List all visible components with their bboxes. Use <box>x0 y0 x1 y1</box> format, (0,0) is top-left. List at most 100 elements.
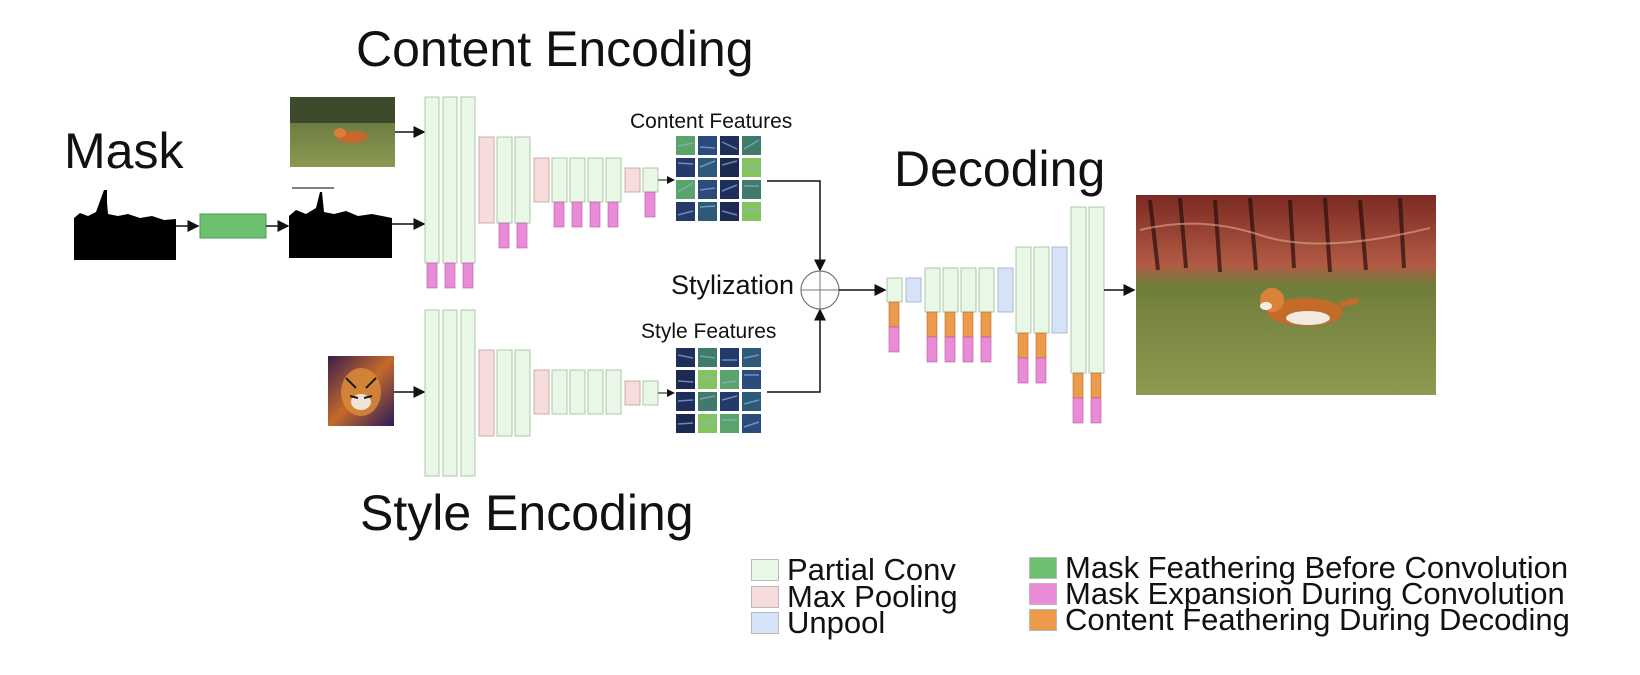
legend-label: Max Pooling <box>787 579 958 614</box>
feature-map-tile <box>742 136 761 155</box>
style-features-title: Style Features <box>641 320 776 343</box>
mask-expansion-block <box>444 262 456 289</box>
partial-conv-block <box>424 309 440 477</box>
style-encoder <box>424 309 659 477</box>
feature-map-texture <box>743 399 760 405</box>
partial-conv-block <box>460 96 476 264</box>
partial-conv-block <box>1070 206 1087 374</box>
mask-expansion-block <box>462 262 474 289</box>
partial-conv-block <box>587 369 604 415</box>
feature-map-tile <box>742 348 761 367</box>
style-image <box>328 356 394 426</box>
legend-item-mask-feathering: Mask Feathering Before Convolution <box>1029 550 1569 585</box>
feature-map-tile <box>698 392 717 411</box>
partial-conv-block <box>551 157 568 203</box>
content-encoder <box>424 96 659 289</box>
feature-map-tile <box>676 348 695 367</box>
partial-conv-block <box>1015 246 1032 334</box>
legend-swatch <box>1029 583 1057 605</box>
feature-map-texture <box>721 160 738 166</box>
feature-map-tile <box>676 136 695 155</box>
unpool-block <box>997 267 1014 313</box>
content-feathering-block <box>944 311 956 338</box>
partial-conv-block <box>960 267 977 313</box>
legend-swatch <box>751 612 779 634</box>
feature-map-texture <box>743 421 760 428</box>
mask-expansion-block <box>426 262 438 289</box>
legend-swatch <box>1029 557 1057 579</box>
partial-conv-block <box>551 369 568 415</box>
feature-map-tile <box>742 414 761 433</box>
stylization-node <box>800 270 840 310</box>
feature-map-tile <box>720 370 739 389</box>
content-feature-maps <box>676 136 761 221</box>
feature-map-tile <box>720 202 739 221</box>
feature-map-texture <box>699 395 716 400</box>
partial-conv-block <box>424 96 440 264</box>
feature-map-tile <box>698 370 717 389</box>
mask-expansion-block <box>1090 397 1102 424</box>
unpool-block <box>1051 246 1068 334</box>
partial-conv-block <box>924 267 941 313</box>
mask-expansion-block <box>962 336 974 363</box>
output-image <box>1136 195 1436 395</box>
feature-map-texture <box>721 395 738 401</box>
feature-map-tile <box>720 158 739 177</box>
feature-map-texture <box>699 146 716 149</box>
content-image <box>290 97 395 167</box>
partial-conv-block <box>978 267 995 313</box>
feature-map-tile <box>720 180 739 199</box>
mask-input-image <box>74 190 176 260</box>
mask-expansion-block <box>498 222 510 249</box>
feature-map-texture <box>677 399 694 402</box>
partial-conv-block <box>460 309 476 477</box>
mask-expansion-block <box>980 336 992 363</box>
feature-map-tile <box>698 202 717 221</box>
feature-map-tile <box>720 348 739 367</box>
content-feathering-block <box>980 311 992 338</box>
mask-expansion-block <box>944 336 956 363</box>
feature-map-texture <box>677 210 694 216</box>
decoder <box>886 206 1105 424</box>
feature-map-texture <box>677 182 694 193</box>
mask-title: Mask <box>64 123 184 179</box>
content-feathering-block <box>1090 372 1102 399</box>
partial-conv-block <box>605 369 622 415</box>
feature-map-texture <box>721 380 738 384</box>
content-feathering-block <box>1035 332 1047 359</box>
legend-swatch <box>1029 609 1057 631</box>
partial-conv-block <box>642 167 659 193</box>
feature-map-texture <box>721 210 738 216</box>
mask-expansion-block <box>571 201 583 228</box>
legend-label: Mask Expansion During Convolution <box>1065 576 1565 611</box>
mask-expansion-block <box>1035 357 1047 384</box>
max-pool-block <box>624 380 641 406</box>
decoding-title: Decoding <box>894 141 1105 197</box>
mask-expansion-block <box>589 201 601 228</box>
unpool-block <box>905 277 922 303</box>
stylization-label: Stylization <box>671 270 794 300</box>
feature-map-texture <box>677 380 694 383</box>
mask-expansion-block <box>607 201 619 228</box>
legend-label: Mask Feathering Before Convolution <box>1065 550 1569 585</box>
mask-expansion-block <box>553 201 565 228</box>
content-feathering-block <box>1017 332 1029 359</box>
legend-label: Content Feathering During Decoding <box>1065 602 1570 637</box>
partial-conv-block <box>1033 246 1050 334</box>
legend-label: Unpool <box>787 605 886 640</box>
legend-item-content-feathering: Content Feathering During Decoding <box>1029 602 1570 637</box>
max-pool-block <box>478 349 495 437</box>
max-pool-block <box>624 167 641 193</box>
feature-map-tile <box>676 158 695 177</box>
legend-item-unpool: Unpool <box>751 605 886 640</box>
feature-map-tile <box>742 158 761 177</box>
content-feathering-block <box>1072 372 1084 399</box>
feature-map-texture <box>721 184 738 192</box>
feature-map-texture <box>699 160 716 168</box>
content-feathering-block <box>926 311 938 338</box>
feature-map-tile <box>720 414 739 433</box>
legend-swatch <box>751 586 779 608</box>
partial-conv-block <box>514 136 531 224</box>
partial-conv-block <box>569 369 586 415</box>
